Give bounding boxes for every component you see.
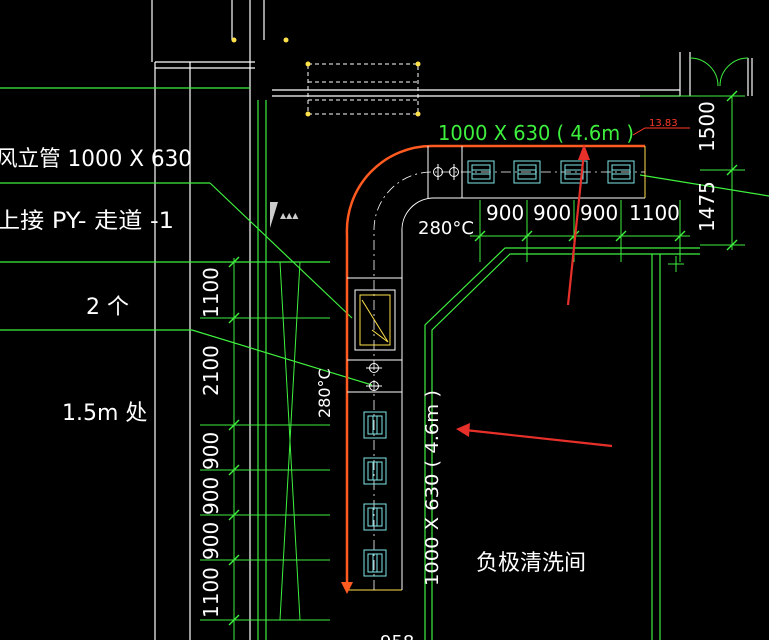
wall-lines <box>151 0 753 640</box>
left-label-4: 1.5m 处 <box>62 401 147 426</box>
grille-icon <box>560 160 588 184</box>
duct-top-spec: 1000 X 630 ( 4.6m ) <box>438 121 634 145</box>
svg-text:1100: 1100 <box>199 267 223 318</box>
annotation-arrows <box>456 144 613 448</box>
grille-icon <box>467 160 495 184</box>
grille-icon <box>363 503 387 531</box>
left-label-3: 2 个 <box>86 295 129 320</box>
left-annotation-text: 风立管 1000 X 630 上接 PY- 走道 -1 2 个 1.5m 处 <box>0 147 192 426</box>
grille-icon <box>363 457 387 485</box>
right-dimension-text: 1500 1475 <box>695 101 719 232</box>
grille-icon <box>513 160 541 184</box>
section-marker-icon: ▲▲▲ <box>270 202 299 228</box>
top-dimension-chain <box>470 95 745 272</box>
svg-text:1500: 1500 <box>695 101 719 152</box>
duct-inner-edge <box>401 197 645 590</box>
left-label-1: 风立管 1000 X 630 <box>0 147 192 172</box>
svg-text:900: 900 <box>199 432 223 470</box>
riser-connection-icon <box>354 289 396 351</box>
svg-text:900: 900 <box>199 477 223 515</box>
grille-icon <box>363 411 387 439</box>
bottom-partial-text: 958 <box>380 632 414 640</box>
elevation-tag-text: 13.83 <box>649 118 678 129</box>
svg-text:900: 900 <box>580 201 618 225</box>
temp-label-side: 280°C <box>315 368 334 418</box>
left-dimension-text: 1100 2100 900 900 900 1100 <box>199 267 223 618</box>
temp-label-top: 280°C <box>418 218 474 239</box>
svg-text:1100: 1100 <box>629 201 680 225</box>
svg-text:▲▲▲: ▲▲▲ <box>280 211 299 220</box>
fire-damper-icon <box>366 164 459 391</box>
svg-text:1475: 1475 <box>695 181 719 232</box>
svg-text:900: 900 <box>199 522 223 560</box>
left-label-2: 上接 PY- 走道 -1 <box>0 209 174 234</box>
column-points <box>231 37 421 117</box>
svg-text:900: 900 <box>533 201 571 225</box>
left-dimension-ticks <box>228 256 240 626</box>
room-outline <box>0 87 769 640</box>
svg-text:900: 900 <box>486 201 524 225</box>
grille-icon <box>363 549 387 577</box>
duct-centerline <box>373 171 645 590</box>
left-dimension-chain <box>200 258 330 640</box>
top-dimension-ticks <box>474 90 738 251</box>
top-dimension-text: 900 900 900 1100 <box>486 201 680 225</box>
red-arrow-down-tip <box>341 582 353 594</box>
duct-vertical-spec: 1000 X 630 ( 4.6m ) <box>422 390 443 586</box>
duct-outer-edge <box>345 144 645 590</box>
exhaust-grille-row-vertical <box>363 411 387 577</box>
exhaust-grille-row-horizontal <box>467 160 635 184</box>
svg-text:1100: 1100 <box>199 567 223 618</box>
room-label: 负极清洗间 <box>476 551 586 576</box>
elevation-tag: 13.83 <box>632 118 690 136</box>
grille-icon <box>607 160 635 184</box>
svg-text:2100: 2100 <box>199 345 223 396</box>
door-swing <box>689 57 749 87</box>
column-outline <box>307 63 419 115</box>
duct-run[interactable] <box>345 144 646 591</box>
